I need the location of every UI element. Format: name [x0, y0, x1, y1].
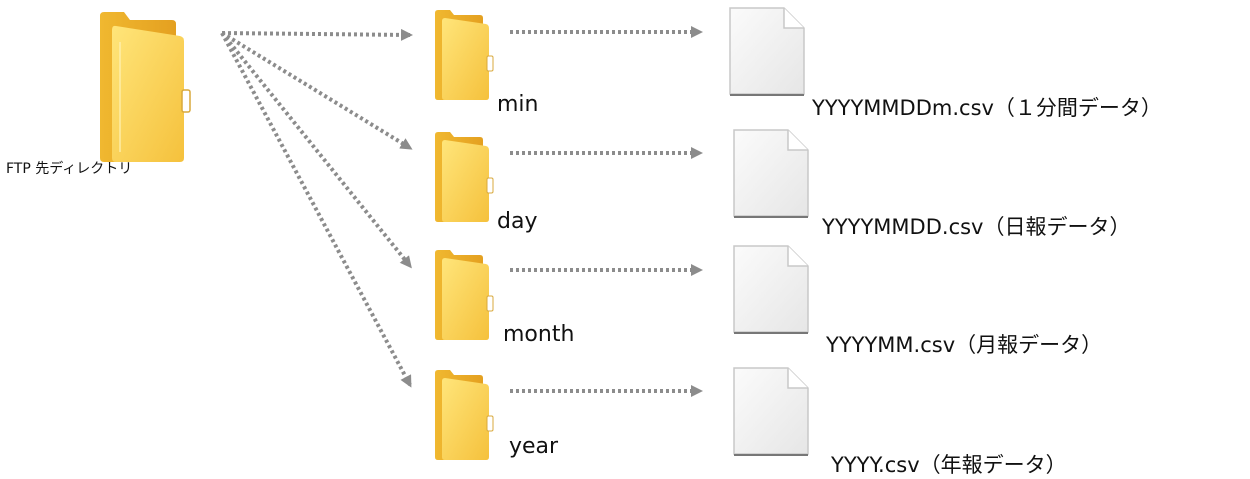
folder-year-icon[interactable]	[434, 370, 496, 460]
file-month-icon[interactable]	[732, 244, 812, 336]
arrow-root-to-month	[220, 31, 412, 269]
file-day-icon[interactable]	[732, 128, 812, 220]
arrow-root-to-year	[220, 32, 412, 388]
file-min-label: YYYYMMDDm.csv（１分間データ）	[812, 96, 1162, 120]
file-month-label: YYYYMM.csv（月報データ）	[826, 333, 1103, 357]
folder-year-label: year	[509, 434, 559, 459]
file-year-label: YYYY.csv（年報データ）	[831, 453, 1067, 477]
file-min-icon[interactable]	[728, 6, 808, 98]
root-folder-icon[interactable]	[98, 12, 196, 162]
arrow-root-to-day	[220, 31, 413, 150]
file-year-icon[interactable]	[732, 366, 812, 458]
root-folder-label: FTP 先ディレクトリ	[6, 161, 133, 177]
folder-month-label: month	[503, 322, 575, 347]
folder-min-label: min	[497, 92, 539, 117]
folder-month-icon[interactable]	[434, 250, 496, 340]
arrow-root-to-min	[221, 28, 413, 41]
folder-day-label: day	[497, 209, 538, 234]
folder-day-icon[interactable]	[434, 132, 496, 222]
folder-min-icon[interactable]	[434, 10, 496, 100]
file-day-label: YYYYMMDD.csv（日報データ）	[822, 215, 1131, 239]
